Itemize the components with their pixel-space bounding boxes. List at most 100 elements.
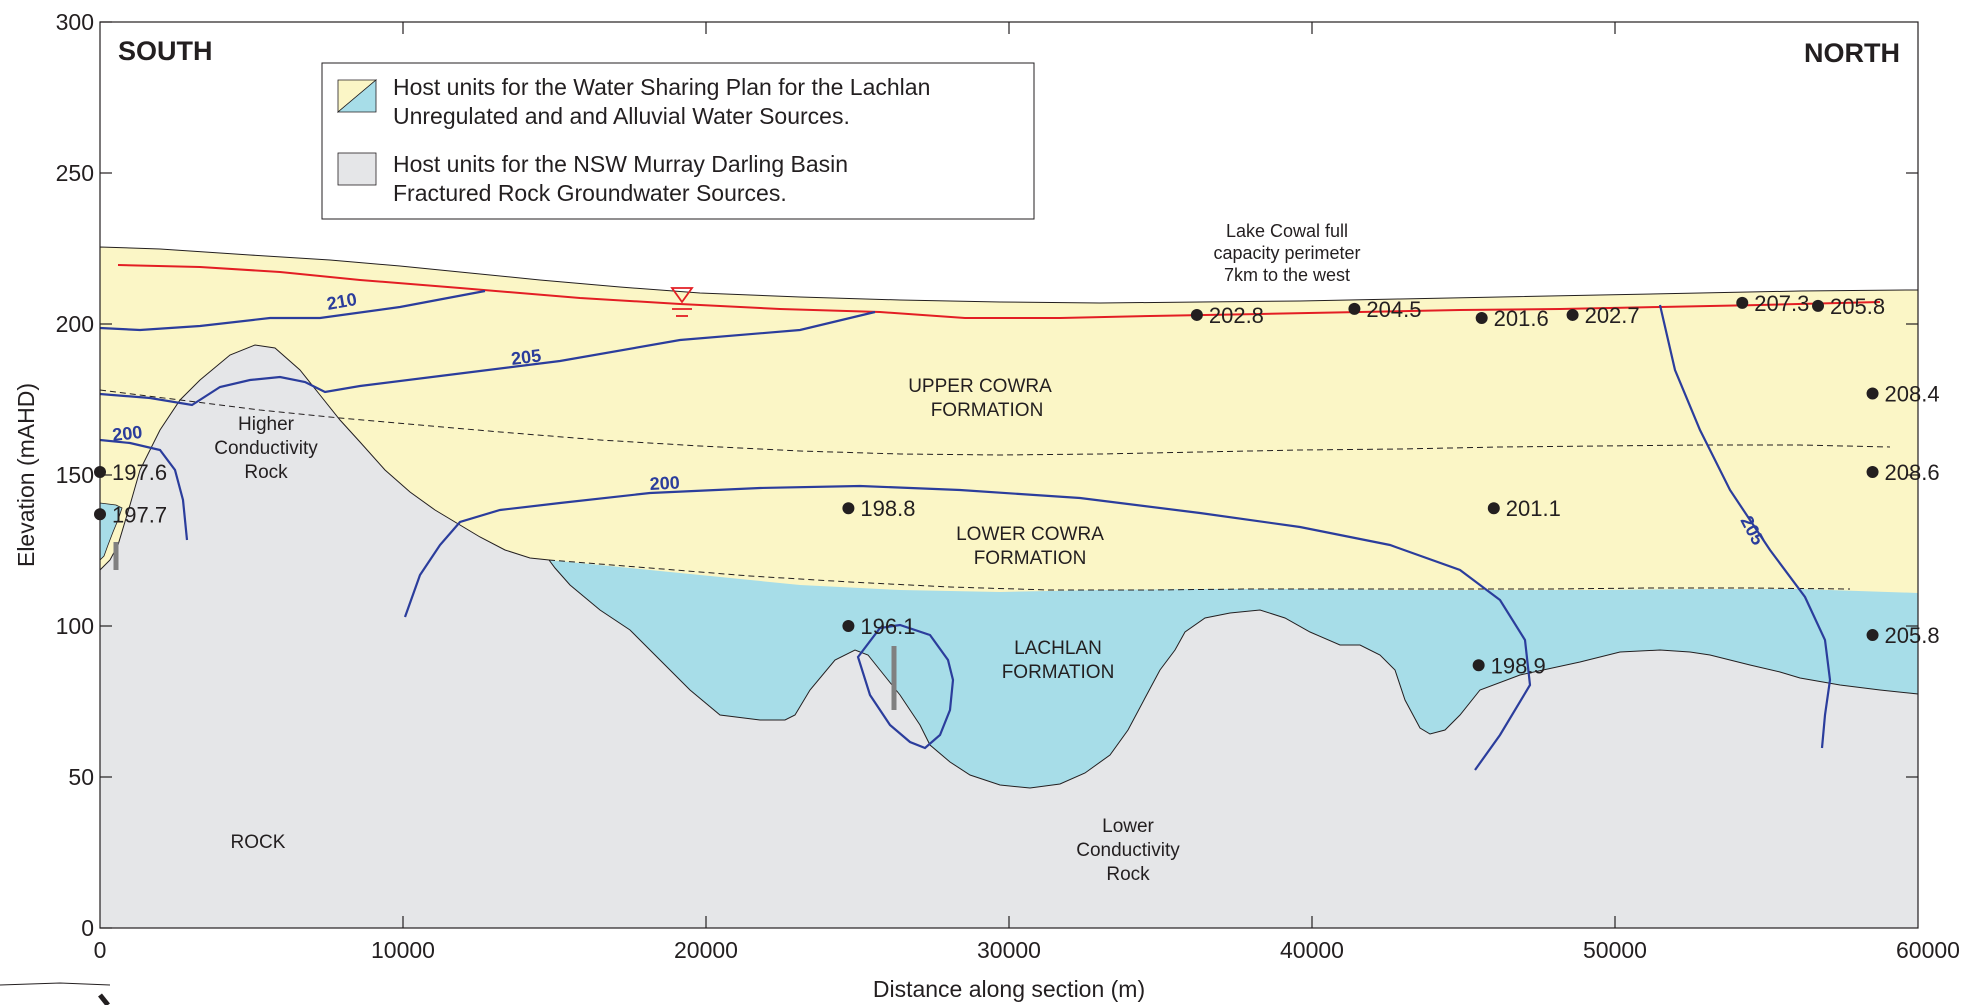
annotation-line3: 7km to the west: [1224, 265, 1350, 285]
water-table-line: [117, 264, 1881, 319]
contour-210-line: [99, 289, 486, 332]
y-tick-label: 150: [56, 462, 94, 488]
north-label: NORTH: [1804, 38, 1900, 68]
lachlan-label: LACHLAN: [1014, 638, 1102, 659]
upper-lower-cowra-boundary: [99, 389, 1891, 456]
bore-label-11: 198.8: [860, 496, 915, 521]
legend: Host units for the Water Sharing Plan fo…: [321, 62, 1035, 220]
bore-point-7: [1866, 465, 1879, 478]
bore-label-4: 207.3: [1754, 291, 1809, 316]
axis-ticks: [100, 21, 1918, 929]
bore-label-6: 208.4: [1885, 381, 1940, 406]
legend-swatch-rock: [337, 152, 377, 186]
x-tick-label: 40000: [1280, 937, 1344, 963]
bore-screen-blue-left: [99, 502, 123, 561]
lower-cowra-label-2: FORMATION: [974, 548, 1087, 569]
legend-box: [321, 62, 1035, 220]
contour-200-left-line: [99, 438, 189, 541]
geology-layers: [99, 246, 1919, 929]
y-tick-label: 50: [68, 764, 94, 790]
x-tick-labels: 0 10000 20000 30000 40000 50000 60000: [94, 937, 1960, 963]
y-tick-label: 300: [56, 9, 94, 35]
y-tick-labels: 0 50 100 150 200 250 300: [56, 9, 94, 941]
inset-map-outline: [0, 982, 111, 986]
bore-screens: [113, 542, 897, 710]
rock-label: ROCK: [231, 832, 286, 853]
bore-point-5: [1812, 299, 1825, 312]
legend-rock-line2: Fractured Rock Groundwater Sources.: [393, 180, 787, 206]
upper-cowra-label-2: FORMATION: [931, 400, 1044, 421]
bedrock: [99, 344, 1919, 929]
inset-map-label: [282, 988, 392, 1005]
bore-point-12: [1487, 502, 1500, 515]
bore-point-11: [842, 502, 855, 515]
x-tick-label: 60000: [1896, 937, 1960, 963]
bore-point-14: [1472, 659, 1485, 672]
lachlan-formation: [549, 560, 1918, 788]
bore-label-5: 205.8: [1830, 294, 1885, 319]
higher-conductivity-label-3: Rock: [244, 462, 288, 483]
bore-label-7: 208.6: [1885, 460, 1940, 485]
bore-point-3: [1566, 308, 1579, 321]
bore-point-4: [1736, 296, 1749, 309]
legend-alluvial-line1: Host units for the Water Sharing Plan fo…: [393, 74, 930, 100]
y-tick-label: 0: [81, 915, 94, 941]
bore-label-1: 204.5: [1366, 297, 1421, 322]
bore-label-9: 197.6: [112, 460, 167, 485]
legend-swatch-alluvial-blue: [336, 79, 377, 113]
legend-alluvial-line2: Unregulated and and Alluvial Water Sourc…: [393, 103, 850, 129]
water-table-triangle-icon: [670, 287, 694, 304]
inset-map-fragment: [0, 982, 392, 1005]
legend-rock-line1: Host units for the NSW Murray Darling Ba…: [393, 151, 848, 177]
lower-conductivity-label-3: Rock: [1106, 864, 1150, 885]
upper-cowra-label: UPPER COWRA: [908, 376, 1052, 397]
lower-cowra-label: LOWER COWRA: [956, 524, 1104, 545]
annotation-line1: Lake Cowal full: [1226, 221, 1348, 241]
water-table-symbol: [670, 287, 694, 317]
contours: [99, 289, 1832, 771]
bore-label-14: 198.9: [1491, 653, 1546, 678]
bore-label-3: 202.7: [1585, 303, 1640, 328]
contour-label: 200: [649, 472, 680, 494]
y-axis-label: Elevation (mAHD): [13, 383, 39, 567]
higher-conductivity-label-2: Conductivity: [214, 438, 318, 459]
lower-conductivity-label-1: Lower: [1102, 816, 1154, 837]
x-tick-label: 30000: [977, 937, 1041, 963]
bore-point-1: [1348, 302, 1361, 315]
bore-point-2: [1475, 311, 1488, 324]
contour-label: 200: [111, 422, 143, 445]
contour-200-mid-line: [403, 484, 1532, 771]
lake-cowal-annotation: Lake Cowal full capacity perimeter 7km t…: [1213, 221, 1360, 285]
cowra-lachlan-boundary: [548, 559, 1851, 591]
formation-boundaries: [99, 389, 1891, 591]
bore-point-13: [842, 620, 855, 632]
bore-label-13: 196.1: [860, 614, 915, 639]
contour-205-line: [99, 310, 876, 407]
x-tick-label: 20000: [674, 937, 738, 963]
south-label: SOUTH: [118, 36, 213, 66]
bore-label-2: 201.6: [1494, 306, 1549, 331]
bore-points: 202.8 204.5 201.6 202.7 207.3 205.8 208.4 208.6…: [94, 291, 1940, 678]
bore-label-10: 197.7: [112, 502, 167, 527]
x-tick-label: 10000: [371, 937, 435, 963]
bore-label-12: 201.1: [1506, 496, 1561, 521]
unit-labels: UPPER COWRA FORMATION LOWER COWRA FORMAT…: [214, 376, 1180, 885]
x-tick-label: 0: [94, 937, 107, 963]
contour-205-right-line: [1658, 304, 1832, 749]
inset-map-road: [98, 993, 110, 1005]
annotation-line2: capacity perimeter: [1213, 243, 1360, 263]
lower-conductivity-label-2: Conductivity: [1076, 840, 1180, 861]
bore-point-9: [94, 465, 106, 478]
higher-conductivity-label-1: Higher: [238, 414, 295, 435]
contour-196-loop-line: [856, 623, 955, 750]
x-axis-label: Distance along section (m): [873, 976, 1145, 1002]
bore-label-8: 205.8: [1885, 623, 1940, 648]
y-tick-label: 250: [56, 160, 94, 186]
bore-label-0: 202.8: [1209, 303, 1264, 328]
contour-label: 205: [510, 345, 542, 369]
y-tick-label: 200: [56, 311, 94, 337]
lachlan-label-2: FORMATION: [1002, 662, 1115, 683]
bore-point-6: [1866, 387, 1879, 400]
bore-point-0: [1190, 308, 1203, 321]
